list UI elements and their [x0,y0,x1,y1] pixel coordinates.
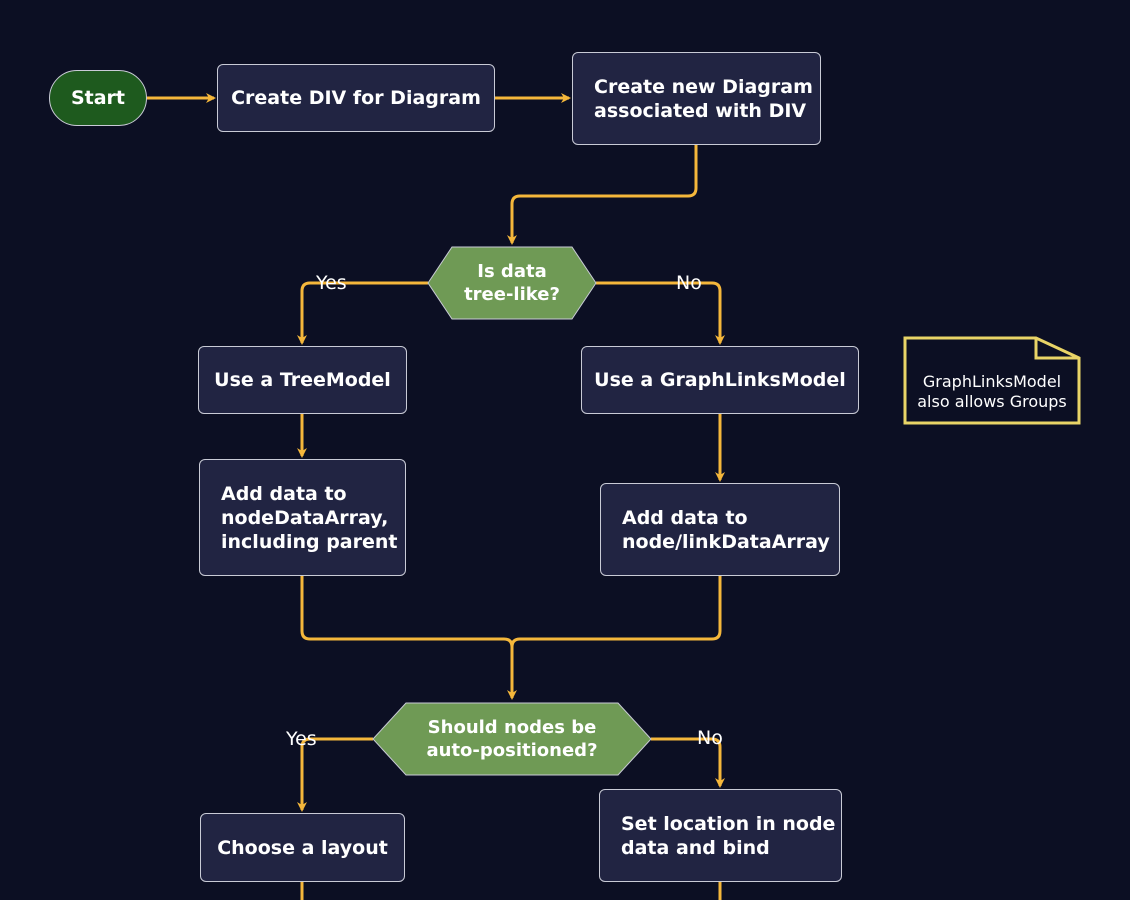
create-div-node[interactable]: Create DIV for Diagram [217,64,495,132]
set-location-line-2: data and bind [621,836,770,859]
decision-auto-positioned-label: Should nodes be auto-positioned? [395,703,629,775]
note-shape[interactable] [903,336,1081,425]
branch-label-auto-no: No [697,727,723,749]
decision-tree-like-line-1: Is data [477,261,547,282]
tree-model-node[interactable]: Use a TreeModel [198,346,407,414]
link-decision-yes-to-choose-layout [297,737,373,812]
choose-layout-node[interactable]: Choose a layout [200,813,405,882]
decision-shape-tree-like[interactable] [427,246,597,320]
create-diagram-label-line-2: associated with DIV [594,99,807,122]
add-tree-data-line-2: nodeDataArray, [221,506,389,529]
branch-label-auto-yes: Yes [286,728,317,750]
add-graph-data-line-1: Add data to [622,506,748,529]
decision-auto-line-1: Should nodes be [427,717,597,738]
tree-model-label: Use a TreeModel [214,369,391,391]
note-fold [1034,338,1079,360]
add-tree-data-line-1: Add data to [221,482,347,505]
add-tree-data-line-3: including parent [221,530,398,553]
decision-shape-auto-positioned[interactable] [372,702,652,776]
add-tree-data-node[interactable]: Add data to nodeDataArray, including par… [199,459,406,576]
link-decision-no-to-set-location [651,737,725,788]
branch-label-tree-no: No [676,272,702,294]
add-graph-data-line-2: node/linkDataArray [622,530,830,553]
note-line-2: also allows Groups [917,392,1067,411]
start-node[interactable]: Start [49,70,147,126]
link-decision-no-to-graph-model [596,281,725,345]
link-add-graph-data-to-decision [510,576,722,648]
decision-tree-like-label: Is data tree-like? [448,247,576,319]
choose-layout-label: Choose a layout [217,836,388,859]
branch-label-tree-yes: Yes [316,272,347,294]
link-create-diagram-to-decision [507,145,698,245]
link-decision-yes-to-tree-model [297,281,428,345]
create-div-label: Create DIV for Diagram [231,87,481,109]
create-diagram-label-line-1: Create new Diagram [594,75,813,98]
graph-model-node[interactable]: Use a GraphLinksModel [581,346,859,414]
set-location-line-1: Set location in node [621,812,836,835]
note-line-1: GraphLinksModel [922,372,1062,391]
start-node-label: Start [70,87,126,109]
graph-model-label: Use a GraphLinksModel [594,369,846,391]
link-add-tree-data-to-decision [300,576,517,700]
note-text: GraphLinksModel also allows Groups [905,372,1079,412]
create-diagram-node[interactable]: Create new Diagram associated with DIV [572,52,821,145]
decision-tree-like-line-2: tree-like? [464,284,560,305]
set-location-node[interactable]: Set location in node data and bind [599,789,842,882]
add-graph-data-node[interactable]: Add data to node/linkDataArray [600,483,840,576]
decision-auto-line-2: auto-positioned? [426,740,598,761]
